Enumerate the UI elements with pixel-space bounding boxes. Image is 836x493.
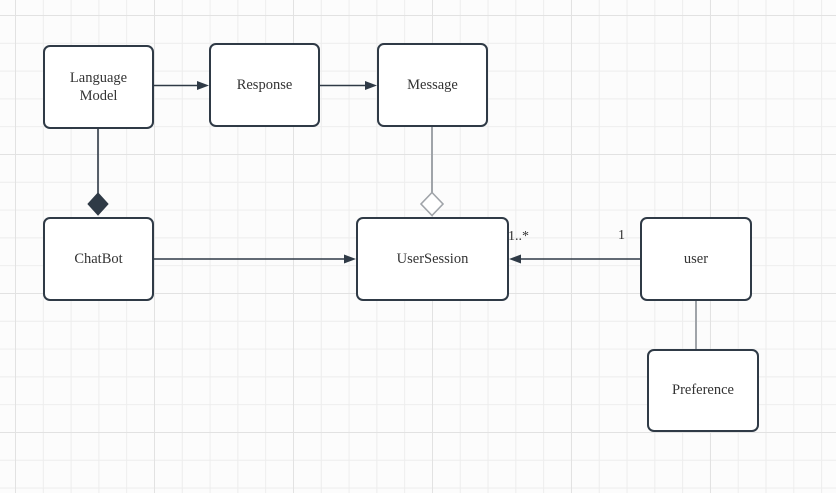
node-label: Language Model (69, 69, 128, 104)
node-label: UserSession (396, 250, 469, 267)
edge-user-usersession[interactable] (509, 254, 640, 264)
edge-message-usersession[interactable] (419, 127, 445, 217)
node-language-model[interactable]: Language Model (43, 45, 154, 129)
node-user-session[interactable]: UserSession (356, 217, 509, 301)
multiplicity-label-many[interactable]: 1..* (508, 229, 529, 244)
multiplicity-label-one[interactable]: 1 (618, 228, 625, 243)
node-user[interactable]: user (640, 217, 752, 301)
arrowhead-icon (197, 81, 209, 90)
node-message[interactable]: Message (377, 43, 488, 127)
filled-diamond-icon (87, 192, 109, 216)
node-response[interactable]: Response (209, 43, 320, 127)
node-preference[interactable]: Preference (647, 349, 759, 432)
edge-languagemodel-response[interactable] (154, 81, 209, 90)
node-label: Response (236, 76, 293, 93)
node-label: Preference (672, 382, 734, 399)
node-label: user (683, 250, 709, 267)
edge-response-message[interactable] (320, 81, 377, 90)
arrowhead-icon (365, 81, 377, 90)
arrowhead-icon (344, 254, 356, 264)
edge-languagemodel-chatbot[interactable] (87, 129, 109, 216)
edge-chatbot-usersession[interactable] (154, 254, 356, 264)
arrowhead-icon (509, 254, 521, 264)
node-label: Message (407, 76, 458, 93)
node-label: ChatBot (74, 250, 123, 267)
hollow-diamond-icon (419, 191, 445, 217)
node-chatbot[interactable]: ChatBot (43, 217, 154, 301)
